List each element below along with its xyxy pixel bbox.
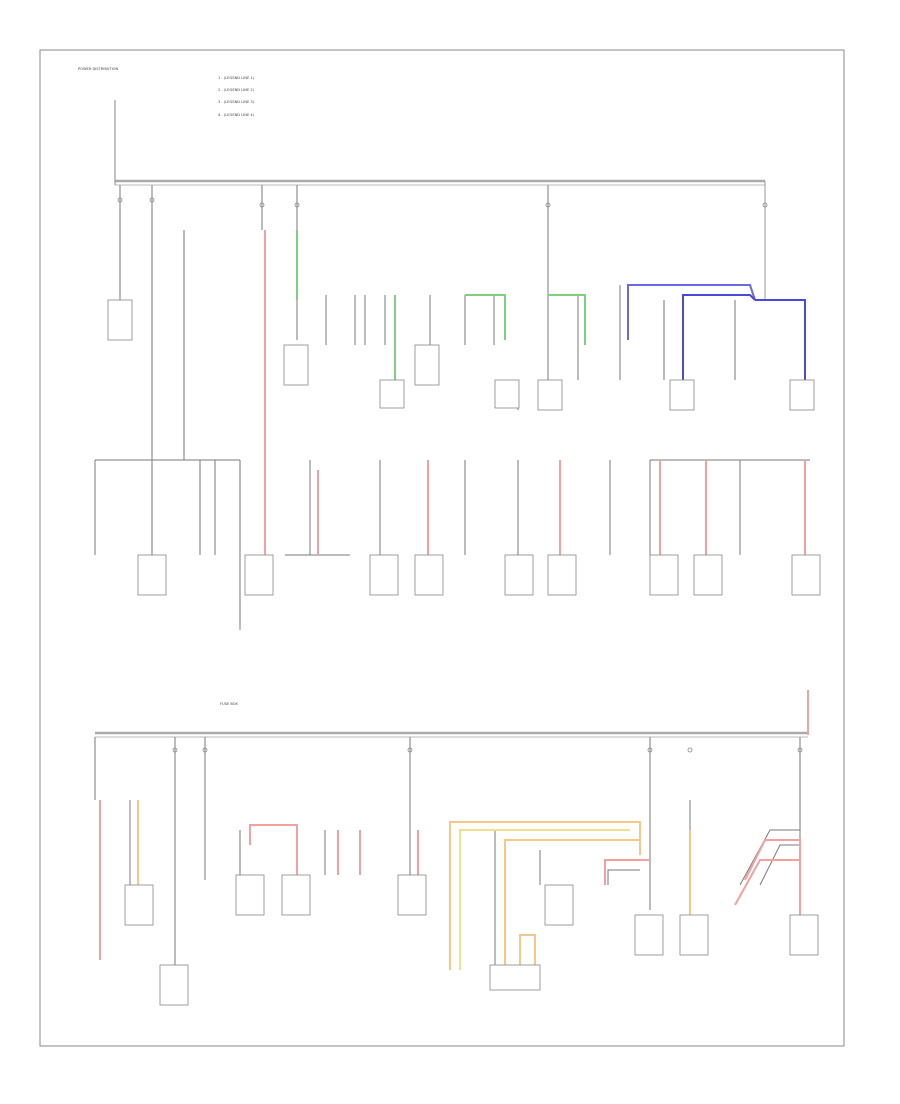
- component-box: [669, 379, 695, 411]
- legend-line-1: 1 - (LEGEND LINE 1): [218, 76, 255, 80]
- component-box: [789, 914, 819, 956]
- legend: 1 - (LEGEND LINE 1) 2 - (LEGEND LINE 2) …: [218, 76, 255, 117]
- component-box: [537, 379, 563, 411]
- component-box: [693, 554, 723, 596]
- component-box: [107, 299, 133, 341]
- component-box: [489, 964, 541, 991]
- lower-components: [124, 874, 819, 1006]
- upper-components: [107, 299, 821, 596]
- component-box: [159, 964, 189, 1006]
- component-box: [679, 914, 709, 956]
- component-box: [494, 379, 520, 409]
- component-box: [544, 884, 574, 926]
- component-box: [414, 344, 440, 386]
- component-box: [369, 554, 399, 596]
- component-box: [379, 379, 405, 409]
- top-bus: [114, 100, 766, 300]
- component-box: [504, 554, 534, 596]
- upper-wires: [94, 185, 810, 630]
- source-label: POWER DISTRIBUTION: [78, 67, 118, 71]
- upper-colored-wires: [264, 230, 806, 555]
- mid-bus: [95, 690, 809, 738]
- component-box: [414, 554, 444, 596]
- component-box: [547, 554, 577, 596]
- component-box: [281, 874, 311, 916]
- component-box: [137, 554, 167, 596]
- component-box: [124, 884, 154, 926]
- legend-line-3: 3 - (LEGEND LINE 3): [218, 100, 255, 104]
- component-box: [649, 554, 679, 596]
- lower-colored-wires: [99, 800, 801, 970]
- component-box: [789, 379, 815, 411]
- diagram-border: [39, 49, 845, 1047]
- component-box: [634, 914, 664, 956]
- legend-line-4: 4 - (LEGEND LINE 4): [218, 113, 255, 117]
- component-box: [283, 344, 309, 386]
- mid-bus-label: FUSE BOX: [220, 702, 238, 706]
- legend-line-2: 2 - (LEGEND LINE 2): [218, 88, 255, 92]
- component-box: [235, 874, 265, 916]
- component-box: [791, 554, 821, 596]
- fuse-markers: [117, 197, 803, 753]
- component-box: [397, 874, 427, 916]
- component-box: [244, 554, 274, 596]
